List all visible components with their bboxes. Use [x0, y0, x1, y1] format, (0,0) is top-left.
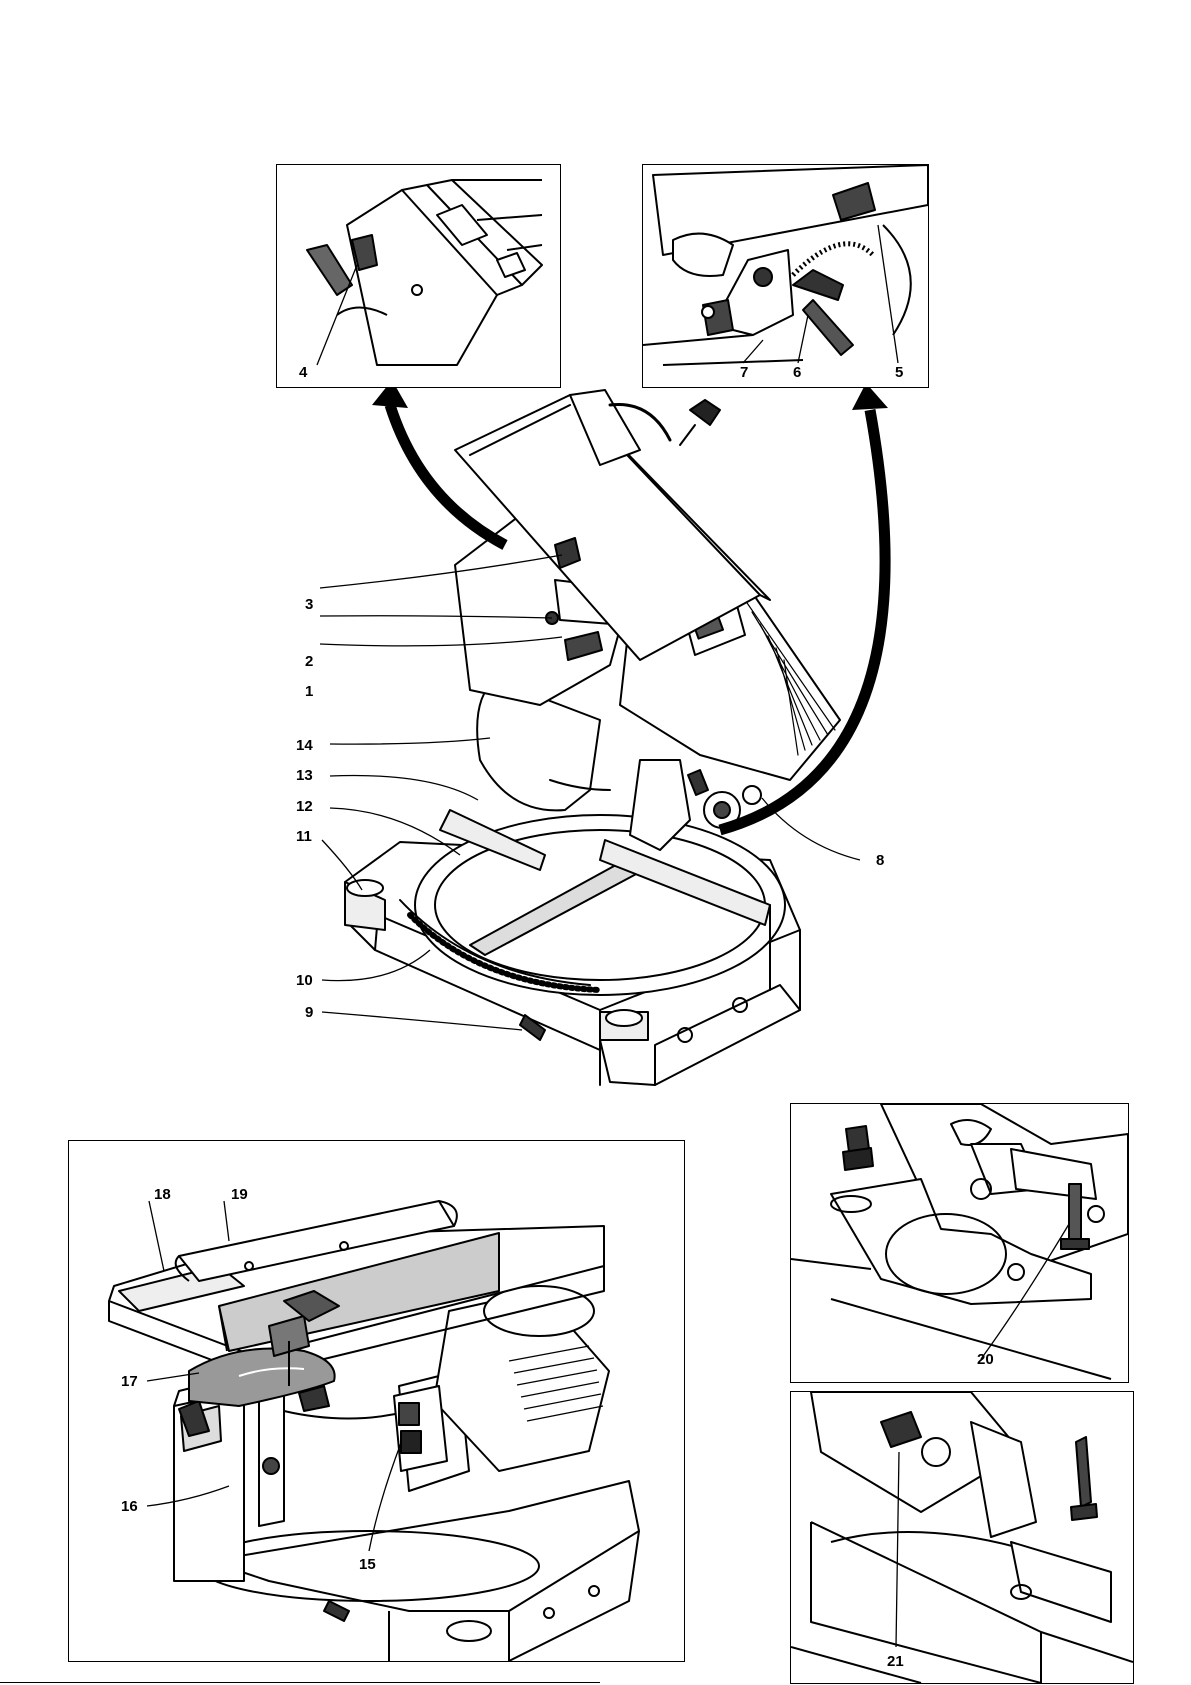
callout-6: 6 — [793, 365, 801, 380]
callout-4: 4 — [299, 365, 307, 380]
detail-panel-table-mode: 18 19 17 16 15 — [68, 1140, 685, 1662]
callout-9: 9 — [305, 1005, 313, 1020]
callout-14: 14 — [296, 738, 313, 753]
detail-panel-stop-screw-21: 21 — [790, 1391, 1134, 1684]
detail-panel-bevel-lock: 7 6 5 — [642, 164, 929, 388]
callout-19: 19 — [231, 1187, 248, 1202]
callout-2: 2 — [305, 654, 313, 669]
callout-3: 3 — [305, 597, 313, 612]
callout-10: 10 — [296, 973, 313, 988]
callout-8: 8 — [876, 853, 884, 868]
callout-11: 11 — [296, 829, 312, 844]
callout-13: 13 — [296, 768, 313, 783]
callout-5: 5 — [895, 365, 903, 380]
footer-rule — [0, 1682, 600, 1683]
callout-7: 7 — [740, 365, 748, 380]
detail-panel-riving-lever: 4 — [276, 164, 561, 388]
callout-17: 17 — [121, 1374, 138, 1389]
callout-18: 18 — [154, 1187, 171, 1202]
callout-16: 16 — [121, 1499, 138, 1514]
callout-12: 12 — [296, 799, 313, 814]
callout-21: 21 — [887, 1654, 904, 1669]
callout-1: 1 — [305, 684, 313, 699]
callout-20: 20 — [977, 1352, 994, 1367]
detail-panel-stop-screw-20: 20 — [790, 1103, 1129, 1383]
callout-15: 15 — [359, 1557, 376, 1572]
